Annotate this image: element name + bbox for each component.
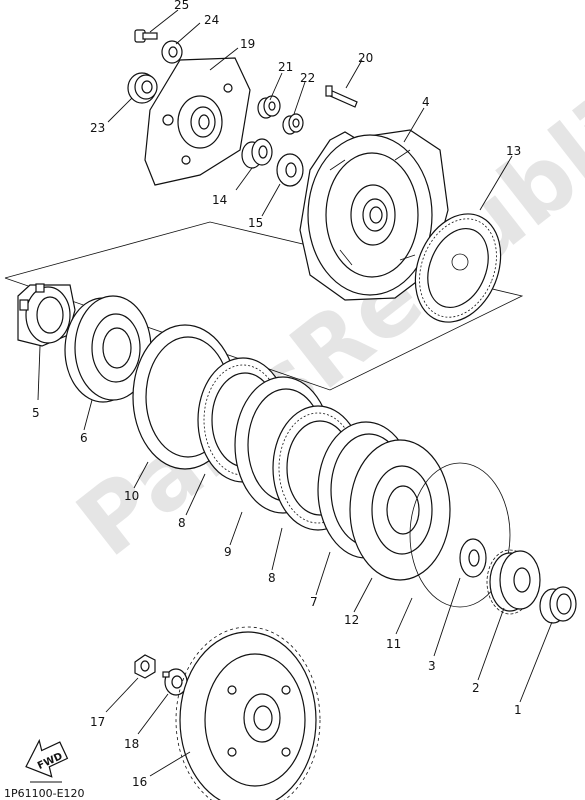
callout-16: 16 — [132, 775, 147, 789]
callout-22: 22 — [300, 71, 315, 85]
part-19-cover-plate[interactable] — [144, 57, 251, 186]
part-13-ring-gear[interactable] — [400, 201, 516, 335]
callout-3: 3 — [428, 659, 436, 673]
part-25-bolt[interactable] — [134, 29, 158, 43]
callout-17: 17 — [90, 715, 105, 729]
part-24-washer[interactable] — [161, 40, 183, 64]
callout-19: 19 — [240, 37, 255, 51]
part-23-bearing[interactable] — [127, 72, 158, 104]
part-12-pressure-plate[interactable] — [349, 439, 451, 581]
part-3-washer[interactable] — [459, 538, 487, 578]
callout-5: 5 — [32, 406, 40, 420]
callout-20: 20 — [358, 51, 373, 65]
part-1-bushing[interactable] — [539, 586, 577, 624]
callout-11: 11 — [386, 637, 401, 651]
callout-15: 15 — [248, 216, 263, 230]
diagram-code: 1P61100-E120 — [4, 787, 85, 800]
callout-25: 25 — [174, 0, 189, 12]
callout-13: 13 — [506, 144, 521, 158]
part-15-washer[interactable] — [276, 153, 304, 187]
callout-1: 1 — [514, 703, 522, 717]
fwd-arrow-icon: FWD — [25, 738, 69, 778]
leader-lines — [30, 9, 553, 783]
part-17-nut[interactable] — [134, 654, 156, 679]
part-20-pin[interactable] — [325, 85, 358, 108]
part-21-collar[interactable] — [257, 95, 281, 119]
part-16-drive-gear[interactable] — [175, 626, 321, 800]
part-14-collar[interactable] — [241, 138, 273, 169]
callout-24: 24 — [204, 13, 219, 27]
part-6-clutch-hub[interactable] — [64, 295, 152, 403]
callout-12: 12 — [344, 613, 359, 627]
callout-7: 7 — [310, 595, 318, 609]
callout-14: 14 — [212, 193, 227, 207]
callout-23: 23 — [90, 121, 105, 135]
callout-9: 9 — [224, 545, 232, 559]
callout-8-b: 8 — [268, 571, 276, 585]
part-22-collar[interactable] — [282, 113, 304, 135]
callout-10: 10 — [124, 489, 139, 503]
callout-6: 6 — [80, 431, 88, 445]
part-4-clutch-housing[interactable] — [299, 129, 449, 301]
callout-2: 2 — [472, 681, 480, 695]
part-11-circlip[interactable] — [409, 462, 511, 608]
part-2-gear[interactable] — [486, 549, 541, 615]
callout-21: 21 — [278, 60, 293, 74]
callout-8-a: 8 — [178, 516, 186, 530]
callout-18: 18 — [124, 737, 139, 751]
callout-4: 4 — [422, 95, 430, 109]
part-5-one-way-clutch[interactable] — [17, 283, 76, 347]
callout-labels: 25 24 19 23 21 22 20 4 13 14 15 5 6 10 8… — [32, 0, 522, 789]
